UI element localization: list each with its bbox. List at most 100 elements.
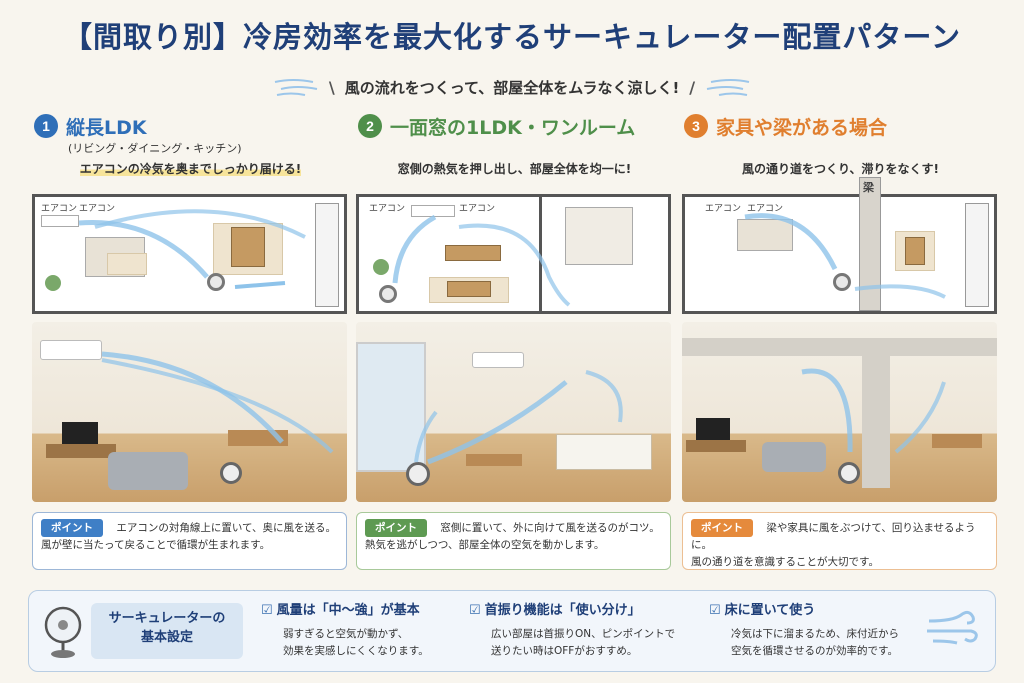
plan-label-aircon: エアコン xyxy=(369,204,406,214)
point-badge: ポイント xyxy=(691,519,753,538)
room-illustration xyxy=(32,322,347,502)
subtitle: 風の流れをつくって、部屋全体をムラなく涼しく! xyxy=(344,78,680,97)
tip-line-1: 広い部屋は首振りON、ピンポイントで xyxy=(491,627,676,640)
basic-settings-panel: サーキュレーターの 基本設定 ☑風量は「中〜強」が基本 弱すぎると空気が動かず、… xyxy=(28,590,996,672)
low-table xyxy=(447,281,491,297)
circulator-icon xyxy=(838,462,860,484)
pillar xyxy=(862,338,890,488)
plan-label-aircon: エアコン xyxy=(705,204,742,214)
column-title: 一面窓の1LDK・ワンルーム xyxy=(390,116,636,139)
rug xyxy=(107,253,147,275)
airflow-arrows xyxy=(392,214,571,307)
tip-line-2: 効果を実感しにくくなります。 xyxy=(283,644,429,657)
tv xyxy=(696,418,730,442)
check-icon: ☑ xyxy=(709,603,721,618)
basic-title-line-2: 基本設定 xyxy=(140,629,193,645)
column-tagline-text: エアコンの冷気を奥までしっかり届ける! xyxy=(79,162,302,176)
column-header: 2 一面窓の1LDK・ワンルーム xyxy=(352,112,677,140)
aircon-unit xyxy=(41,215,79,227)
low-table xyxy=(466,454,522,466)
airflow-arrows xyxy=(801,368,946,454)
circulator-icon xyxy=(220,462,242,484)
plan-label-aircon: エアコン xyxy=(459,204,496,214)
tip-floor: ☑床に置いて使う 冷気は下に溜まるため、床付近から 空気を循環させるのが効率的で… xyxy=(709,601,899,659)
tv-stand xyxy=(445,245,501,261)
pattern-column-3: 3 家具や梁がある場合 風の通り道をつくり、滞りをなくす! エアコン エアコン … xyxy=(678,112,1003,582)
point-box: ポイント 窓側に置いて、外に向けて風を送るのがコツ。 熱気を逃がしつつ、部屋全体… xyxy=(356,512,671,570)
plant-icon xyxy=(373,259,389,275)
column-title: 家具や梁がある場合 xyxy=(716,116,888,139)
aircon-unit xyxy=(472,352,524,368)
subtitle-slash-right: / xyxy=(689,77,696,97)
column-tagline: 窓側の熱気を押し出し、部屋全体を均一に! xyxy=(397,162,632,176)
kitchen-counter xyxy=(965,203,989,307)
tip-line-1: 弱すぎると空気が動かず、 xyxy=(283,627,409,640)
point-badge: ポイント xyxy=(41,519,103,538)
point-box: ポイント 梁や家具に風をぶつけて、回り込ませるように。 風の通り道を意識すること… xyxy=(682,512,997,570)
floor-plan: エアコン エアコン xyxy=(32,194,347,314)
column-number: 1 xyxy=(34,114,58,138)
point-line-2: 熱気を逃がしつつ、部屋全体の空気を動かします。 xyxy=(365,539,605,552)
sofa xyxy=(762,442,826,472)
airflow-arrows xyxy=(744,213,946,299)
circulator-icon xyxy=(833,273,851,291)
bed xyxy=(565,207,633,265)
kitchen-counter xyxy=(315,203,339,307)
wind-lines-icon xyxy=(274,79,318,96)
partition-wall xyxy=(539,197,542,311)
sofa xyxy=(737,219,793,251)
airflow-arrows xyxy=(78,209,306,289)
point-badge: ポイント xyxy=(365,519,427,538)
tip-line-2: 送りたい時はOFFがおすすめ。 xyxy=(491,644,638,657)
wind-lines-icon xyxy=(706,79,750,96)
column-number: 3 xyxy=(684,114,708,138)
plan-label-aircon: エアコン xyxy=(747,204,784,214)
airflow-arrows xyxy=(414,370,623,465)
pattern-column-2: 2 一面窓の1LDK・ワンルーム 窓側の熱気を押し出し、部屋全体を均一に! エア… xyxy=(352,112,677,582)
aircon-unit xyxy=(40,340,102,360)
subtitle-row: \ 風の流れをつくって、部屋全体をムラなく涼しく! / xyxy=(0,72,1024,102)
circulator-icon xyxy=(406,462,430,486)
dining-table xyxy=(932,434,982,448)
plan-label-aircon: エアコン xyxy=(79,204,116,214)
tv-stand xyxy=(686,440,746,452)
tip-line-1: 冷気は下に溜まるため、床付近から xyxy=(731,627,899,640)
tip-oscillation: ☑首振り機能は「使い分け」 広い部屋は首振りON、ピンポイントで 送りたい時はO… xyxy=(469,601,675,659)
column-subtitle xyxy=(352,140,677,156)
tip-title: 風量は「中〜強」が基本 xyxy=(276,603,420,618)
point-line-1: 梁や家具に風をぶつけて、回り込ませるように。 xyxy=(691,522,976,552)
tv-stand xyxy=(46,444,116,458)
floor-plan: エアコン エアコン 梁 xyxy=(682,177,997,314)
point-box: ポイント エアコンの対角線上に置いて、奥に風を送る。 風が壁に当たって戻ることで… xyxy=(32,512,347,570)
column-subtitle xyxy=(678,140,1003,156)
basic-settings-title: サーキュレーターの 基本設定 xyxy=(91,603,243,659)
plan-label-aircon: エアコン xyxy=(41,204,78,214)
window xyxy=(356,342,426,472)
floor-plan: エアコン エアコン xyxy=(356,194,671,314)
plant-icon xyxy=(45,275,61,291)
tip-title: 首振り機能は「使い分け」 xyxy=(484,603,641,618)
tip-title: 床に置いて使う xyxy=(724,603,816,618)
bed xyxy=(556,434,652,470)
check-icon: ☑ xyxy=(261,603,273,618)
tip-airflow: ☑風量は「中〜強」が基本 弱すぎると空気が動かず、 効果を実感しにくくなります。 xyxy=(261,601,429,659)
point-line-1: 窓側に置いて、外に向けて風を送るのがコツ。 xyxy=(440,522,660,534)
airflow-arrows xyxy=(101,351,334,454)
circulator-icon xyxy=(379,285,397,303)
beam-label: 梁 xyxy=(863,181,874,194)
ceiling-beam xyxy=(682,338,997,356)
sofa xyxy=(108,452,188,490)
point-line-2: 風が壁に当たって戻ることで循環が生まれます。 xyxy=(41,539,271,552)
circulator-icon xyxy=(44,606,82,658)
column-number: 2 xyxy=(358,114,382,138)
wind-icon xyxy=(926,610,978,645)
subtitle-slash-left: \ xyxy=(328,77,335,97)
column-tagline: エアコンの冷気を奥までしっかり届ける! xyxy=(28,160,353,178)
column-subtitle: (リビング・ダイニング・キッチン) xyxy=(68,142,242,155)
tip-line-2: 空気を循環させるのが効率的です。 xyxy=(731,644,898,657)
pattern-column-1: 1 縦長LDK (リビング・ダイニング・キッチン) エアコンの冷気を奥までしっか… xyxy=(28,112,353,582)
dining-table xyxy=(231,227,265,267)
circulator-icon xyxy=(207,273,225,291)
page-title: 【間取り別】冷房効率を最大化するサーキュレーター配置パターン xyxy=(63,20,961,54)
room-illustration xyxy=(682,322,997,502)
